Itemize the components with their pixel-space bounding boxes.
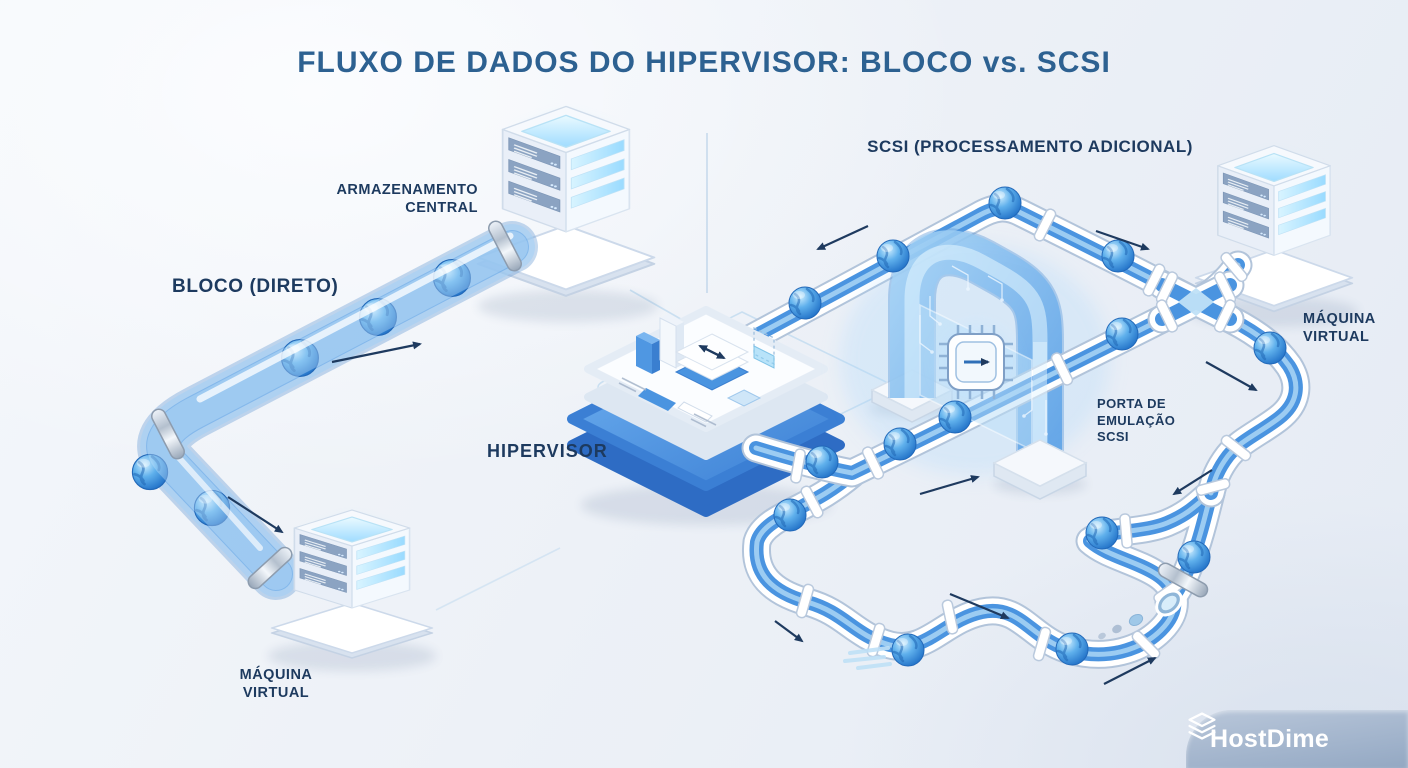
flow-arrows bbox=[227, 225, 1258, 685]
label-line: PORTA DE bbox=[1097, 396, 1166, 411]
chip-tile-icon bbox=[638, 388, 676, 411]
data-droplets bbox=[1098, 613, 1144, 640]
label-line: SCSI bbox=[1097, 429, 1129, 444]
hypervisor-widgets bbox=[618, 314, 775, 428]
gate-pedestal-right bbox=[992, 439, 1088, 500]
label-line: CENTRAL bbox=[405, 200, 478, 216]
label-line: MÁQUINA bbox=[1303, 311, 1376, 327]
data-globe bbox=[1084, 515, 1120, 551]
label-scsi-flow: SCSI (PROCESSAMENTO ADICIONAL) bbox=[867, 137, 1193, 156]
scsi-chip-icon bbox=[939, 325, 1013, 399]
flow-arrow bbox=[1103, 657, 1157, 685]
flow-arrow bbox=[816, 225, 869, 250]
label-hipervisor: HIPERVISOR bbox=[487, 441, 608, 461]
label-line: ARMAZENAMENTO bbox=[336, 182, 478, 198]
label-bloco-direto: BLOCO (DIRETO) bbox=[172, 276, 339, 297]
data-globe bbox=[1104, 316, 1140, 352]
block-pipe bbox=[131, 218, 538, 600]
pipe-clamp bbox=[1118, 512, 1134, 550]
stacked-layers-icon bbox=[1188, 712, 1216, 740]
circuit-traces bbox=[919, 265, 1048, 436]
flow-arrow bbox=[227, 496, 284, 534]
flow-arrow bbox=[919, 475, 980, 496]
label-line: MÁQUINA bbox=[239, 667, 313, 683]
data-globe bbox=[1252, 330, 1288, 366]
label-line: VIRTUAL bbox=[1303, 329, 1370, 345]
flow-arrow bbox=[1095, 229, 1150, 251]
label-scsi-emulation-gate: PORTA DE EMULAÇÃO SCSI bbox=[1097, 396, 1175, 446]
data-globe bbox=[787, 285, 823, 321]
diagram-title: FLUXO DE DADOS DO HIPERVISOR: BLOCO vs. … bbox=[297, 46, 1111, 79]
data-globe bbox=[890, 632, 926, 668]
flow-arrow bbox=[949, 592, 1010, 620]
data-globe bbox=[937, 399, 973, 435]
leak-nozzle bbox=[1155, 560, 1211, 617]
data-globe bbox=[875, 238, 911, 274]
flow-arrow bbox=[1172, 469, 1213, 496]
hostdime-banner: HostDime bbox=[1186, 710, 1408, 768]
scsi-channel-scurve bbox=[1196, 302, 1296, 493]
data-globe bbox=[772, 497, 808, 533]
label-central-storage: ARMAZENAMENTO CENTRAL bbox=[250, 181, 478, 217]
data-globe bbox=[987, 185, 1023, 221]
data-globe bbox=[1054, 631, 1090, 667]
scsi-channel-maze-bottom bbox=[756, 474, 1211, 654]
flow-arrow bbox=[774, 620, 804, 643]
data-globe bbox=[1100, 238, 1136, 274]
data-globe bbox=[1176, 539, 1212, 575]
cross-junction bbox=[1147, 269, 1245, 335]
label-vm-right: MÁQUINA VIRTUAL bbox=[1303, 310, 1376, 346]
data-globe bbox=[882, 426, 918, 462]
speed-trails bbox=[843, 646, 892, 670]
hypervisor-platform bbox=[567, 306, 845, 517]
server-vm-left bbox=[272, 510, 432, 658]
label-line: VIRTUAL bbox=[242, 685, 310, 701]
label-vm-left: MÁQUINA VIRTUAL bbox=[196, 666, 356, 702]
flow-arrow bbox=[331, 341, 422, 364]
scsi-gate-front bbox=[919, 265, 1088, 500]
data-globe bbox=[804, 444, 840, 480]
label-line: EMULAÇÃO bbox=[1097, 412, 1176, 428]
hostdime-logo-text: HostDime bbox=[1210, 724, 1330, 753]
flow-arrow bbox=[1205, 361, 1258, 391]
